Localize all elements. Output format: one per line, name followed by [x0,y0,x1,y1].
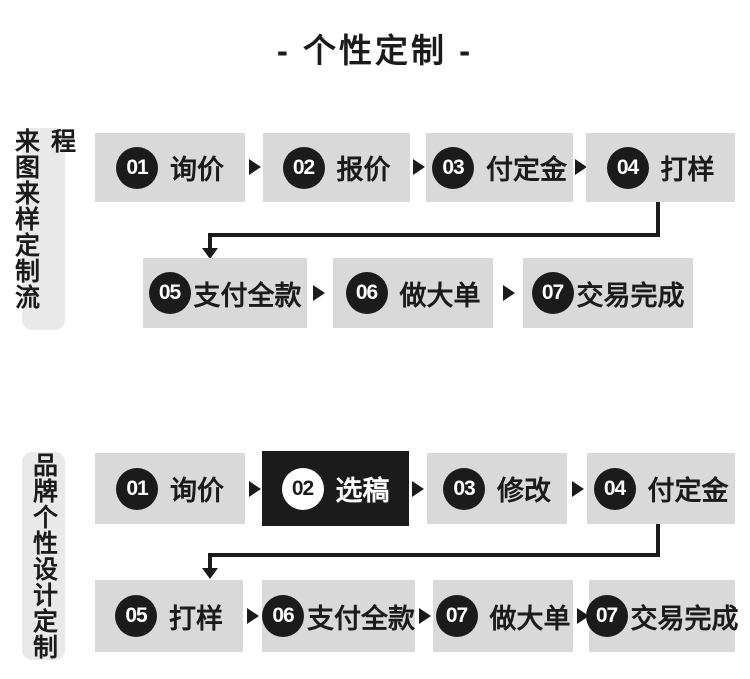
step-number-badge: 03 [432,146,474,189]
step-label: 询价 [170,155,224,185]
flow-step-s1-05: 05 支付全款 [143,258,307,328]
flow-step-s2-01: 01 询价 [95,453,245,524]
step-label: 支付全款 [307,603,415,634]
step-number-badge: 07 [531,272,574,314]
step-label: 交易完成 [576,280,685,311]
step-label: 报价 [336,155,391,185]
step-label: 打样 [169,603,223,634]
step-label: 选稿 [335,476,390,506]
step-label: 打样 [660,155,715,185]
flow-step-s1-02: 02 报价 [263,133,410,202]
connector-line [208,233,660,237]
flow-step-s2-02-highlighted: 02 选稿 [262,451,409,526]
step-number-badge: 02 [281,467,324,510]
connector-line [656,202,660,237]
connector-line [656,524,660,557]
right-arrow-icon [503,285,515,301]
step-number-badge: 01 [116,467,158,510]
right-arrow-icon [249,481,261,497]
flow-step-s1-07: 07 交易完成 [523,258,693,328]
step-label: 付定金 [647,476,729,506]
connector-line [208,553,660,557]
right-arrow-icon [419,608,431,624]
step-number-badge: 05 [115,595,157,637]
flow-step-s1-04: 04 打样 [586,133,735,202]
step-label: 交易完成 [630,603,739,634]
flow-step-s2-05: 05 打样 [95,580,243,652]
step-number-badge: 07 [435,595,478,637]
step-number-badge: 05 [148,272,191,314]
step-number-badge: 06 [262,595,304,637]
flow-step-s1-03: 03 付定金 [426,133,573,202]
step-number-badge: 02 [282,146,325,189]
step-number-badge: 07 [585,595,628,637]
flow-step-s2-03: 03 修改 [427,453,567,524]
flow-step-s2-04: 04 付定金 [587,453,735,524]
connector-line [208,233,212,249]
step-number-badge: 04 [606,146,649,189]
flow-step-s1-01: 01 询价 [95,133,245,202]
flow-step-s1-06: 06 做大单 [333,258,493,328]
step-label: 支付全款 [193,280,302,311]
flow-step-s2-06: 06 支付全款 [262,580,415,652]
down-arrow-icon [202,248,218,259]
step-label: 付定金 [486,155,567,185]
right-arrow-icon [249,159,261,175]
step-label: 做大单 [399,280,481,311]
step-number-badge: 03 [443,467,485,510]
section-1-side-label: 来图来样定制流程 [12,128,76,330]
step-number-badge: 06 [345,272,388,314]
step-label: 修改 [497,476,551,506]
right-arrow-icon [412,481,424,497]
section-2-side-label: 品牌个性设计定制 [22,452,65,660]
down-arrow-icon [202,568,218,579]
step-label: 询价 [170,476,224,506]
step-number-badge: 04 [593,467,636,510]
right-arrow-icon [313,285,325,301]
flow-step-s2-07: 07 做大单 [433,580,573,652]
right-arrow-icon [413,159,425,175]
step-number-badge: 01 [116,146,158,189]
right-arrow-icon [572,481,584,497]
step-label: 做大单 [489,603,571,634]
connector-line [208,553,212,569]
flow-step-s2-07-final: 07 交易完成 [585,580,739,652]
right-arrow-icon [247,608,259,624]
right-arrow-icon [575,159,587,175]
page-title: - 个性定制 - [276,32,474,69]
